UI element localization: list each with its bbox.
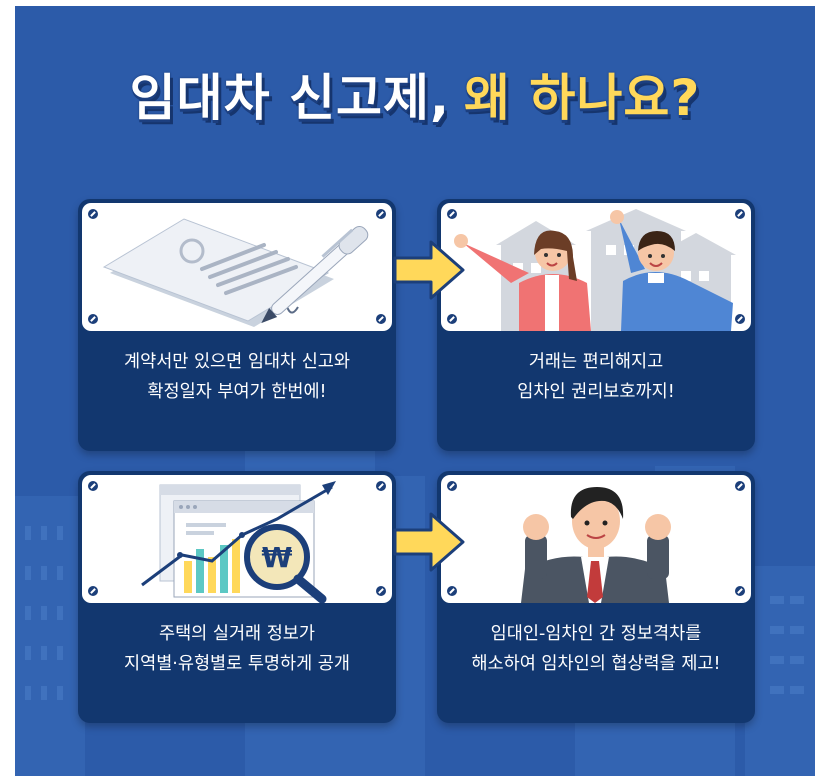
card-caption: 임대인-임차인 간 정보격차를 해소하여 임차인의 협상력을 제고! xyxy=(437,619,755,679)
screw-icon xyxy=(735,209,745,219)
screw-icon xyxy=(88,314,98,324)
caption-line: 해소하여 임차인의 협상력을 제고! xyxy=(471,654,721,674)
caption-line: 주택의 실거래 정보가 xyxy=(158,624,316,644)
screw-icon xyxy=(376,481,386,491)
confident-man-icon xyxy=(521,487,671,603)
screw-icon xyxy=(735,314,745,324)
contract-pen-icon xyxy=(102,218,369,327)
title-main: 임대차 신고제, xyxy=(129,69,450,127)
screw-icon xyxy=(376,314,386,324)
card-caption: 계약서만 있으면 임대차 신고와 확정일자 부여가 한번에! xyxy=(78,347,396,407)
happy-couple-icon xyxy=(454,209,736,331)
won-symbol: ₩ xyxy=(262,541,293,574)
screw-icon xyxy=(447,586,457,596)
card-illustration xyxy=(441,203,751,331)
arrow-right-icon xyxy=(393,240,465,300)
caption-line: 지역별·유형별로 투명하게 공개 xyxy=(124,654,350,674)
caption-line: 확정일자 부여가 한번에! xyxy=(147,382,327,402)
card-illustration xyxy=(441,475,751,603)
arrow-right-icon xyxy=(393,512,465,572)
screw-icon xyxy=(376,209,386,219)
market-chart-icon: ₩ xyxy=(141,481,336,603)
screw-icon xyxy=(447,209,457,219)
screw-icon xyxy=(376,586,386,596)
card-couple: 거래는 편리해지고 임차인 권리보호까지! xyxy=(437,199,755,451)
caption-line: 임차인 권리보호까지! xyxy=(517,382,675,402)
screw-icon xyxy=(735,586,745,596)
card-illustration xyxy=(82,203,392,331)
caption-line: 거래는 편리해지고 xyxy=(528,352,664,372)
card-market-info: ₩ 주택의 실거래 정보가 지역별·유형별로 투명하게 공개 xyxy=(78,471,396,723)
screw-icon xyxy=(447,314,457,324)
caption-line: 계약서만 있으면 임대차 신고와 xyxy=(124,352,350,372)
screw-icon xyxy=(88,586,98,596)
screw-icon xyxy=(447,481,457,491)
page-title: 임대차 신고제,왜 하나요? xyxy=(15,58,815,130)
screw-icon xyxy=(735,481,745,491)
card-caption: 주택의 실거래 정보가 지역별·유형별로 투명하게 공개 xyxy=(78,619,396,679)
card-contract: 계약서만 있으면 임대차 신고와 확정일자 부여가 한번에! xyxy=(78,199,396,451)
card-negotiation: 임대인-임차인 간 정보격차를 해소하여 임차인의 협상력을 제고! xyxy=(437,471,755,723)
screw-icon xyxy=(88,209,98,219)
card-illustration: ₩ xyxy=(82,475,392,603)
card-caption: 거래는 편리해지고 임차인 권리보호까지! xyxy=(437,347,755,407)
screw-icon xyxy=(88,481,98,491)
title-accent: 왜 하나요? xyxy=(463,69,701,127)
caption-line: 임대인-임차인 간 정보격차를 xyxy=(490,624,702,644)
poster: 임대차 신고제,왜 하나요? xyxy=(15,6,815,776)
